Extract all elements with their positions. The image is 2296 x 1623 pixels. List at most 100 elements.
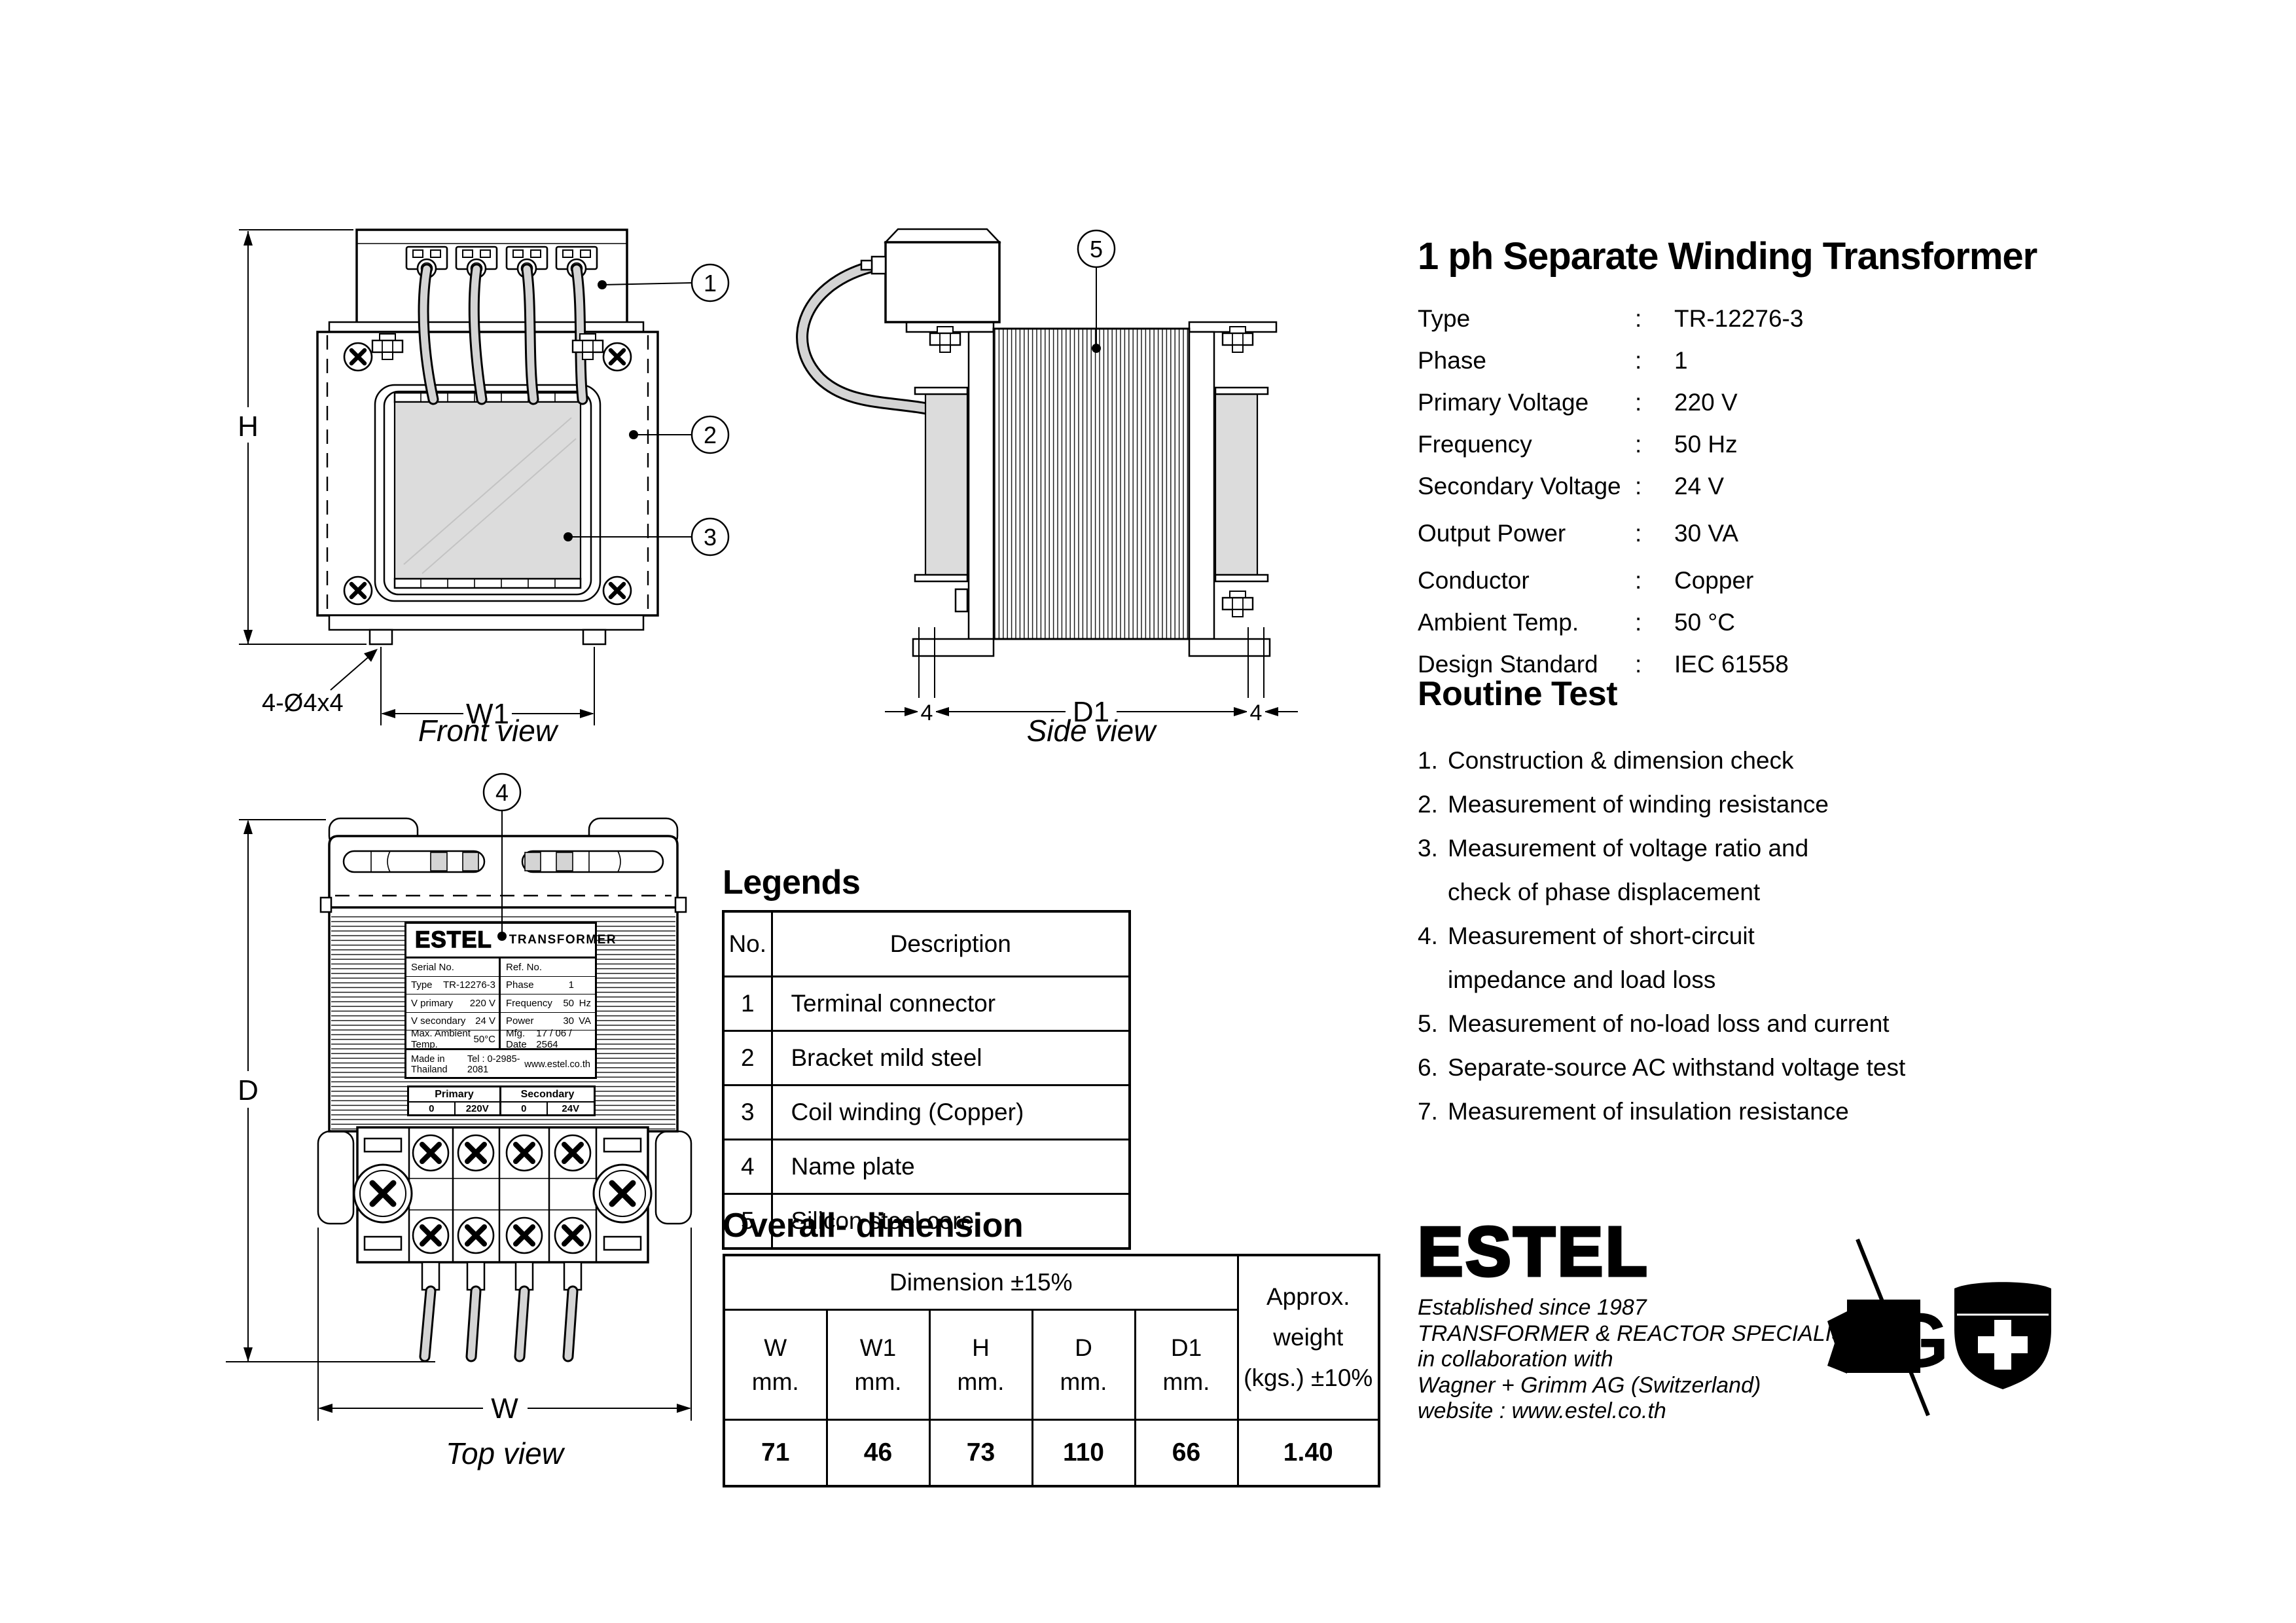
side-feet bbox=[912, 638, 1271, 657]
nameplate-detail: ESTEL TRANSFORMER Serial No. Ref. No. Ty… bbox=[404, 922, 616, 1079]
side-nuts bbox=[929, 325, 1254, 618]
silicon-steel-core bbox=[992, 327, 1191, 640]
dimension-h: H bbox=[238, 229, 367, 645]
side-view-drawing: 4 4 D1 5 Side view bbox=[796, 228, 1298, 748]
mounting-slots bbox=[342, 850, 664, 873]
routine-item-cont: check of phase displacement bbox=[1448, 878, 1761, 905]
mounting-feet bbox=[368, 629, 607, 646]
side-view-caption: Side view bbox=[1027, 714, 1158, 748]
routine-test-heading: Routine Test bbox=[1418, 675, 1618, 713]
holes-callout: 4-Ø4x4 bbox=[262, 649, 378, 717]
side-left-web bbox=[967, 331, 995, 640]
front-view-drawing: H W1 4-Ø4x4 1 2 bbox=[238, 228, 730, 748]
top-terminal-block bbox=[354, 1126, 651, 1264]
bracket-top-flange bbox=[328, 321, 645, 333]
spec-list: Type:TR-12276-3 Phase:1 Primary Voltage:… bbox=[1418, 298, 2039, 685]
routine-item: 7.Measurement of insulation resistance bbox=[1418, 1097, 1849, 1125]
svg-text:5: 5 bbox=[1090, 236, 1103, 263]
spec-row-design-standard: Design Standard:IEC 61558 bbox=[1418, 651, 1789, 678]
dim-label-d1: D1 bbox=[1073, 696, 1109, 728]
dim-label-w: W bbox=[491, 1393, 518, 1425]
legends-header-row: No. Description bbox=[722, 910, 1131, 977]
svg-text:1: 1 bbox=[704, 270, 717, 297]
spec-row-phase: Phase:1 bbox=[1418, 347, 1688, 374]
side-coils bbox=[914, 386, 1269, 583]
wagner-grimm-logo: G bbox=[1827, 1238, 1949, 1417]
spec-row-primary-voltage: Primary Voltage:220 V bbox=[1418, 389, 1738, 416]
routine-item: 4.Measurement of short-circuit bbox=[1418, 922, 1755, 949]
company-tagline: Established since 1987 TRANSFORMER & REA… bbox=[1418, 1295, 2007, 1425]
nameplate-row: Serial No. Ref. No. bbox=[406, 958, 595, 977]
website-link: website : www.estel.co.th bbox=[1418, 1398, 1666, 1423]
callout-5: 5 bbox=[1077, 229, 1116, 353]
spec-row-ambient-temp: Ambient Temp.:50 °C bbox=[1418, 609, 1735, 636]
side-terminal-box bbox=[860, 228, 1001, 323]
nameplate-brand-row: ESTEL TRANSFORMER bbox=[406, 924, 615, 957]
swiss-shield-logo: SWISS bbox=[1954, 1282, 2051, 1389]
page-title: 1 ph Separate Winding Transformer bbox=[1418, 235, 2037, 278]
spec-row-frequency: Frequency:50 Hz bbox=[1418, 431, 1738, 458]
svg-text:3: 3 bbox=[704, 524, 717, 551]
svg-text:2: 2 bbox=[704, 422, 717, 448]
spec-row-secondary-voltage: Secondary Voltage:24 V bbox=[1418, 473, 1725, 500]
terminal-wires bbox=[418, 263, 588, 405]
callout-1: 1 bbox=[598, 263, 730, 302]
strip-secondary-header: Secondary bbox=[520, 1089, 575, 1100]
spec-row-conductor: Conductor:Copper bbox=[1418, 567, 1754, 594]
spec-row-type: Type:TR-12276-3 bbox=[1418, 305, 1804, 332]
output-wires bbox=[419, 1261, 583, 1362]
side-right-web bbox=[1188, 331, 1215, 640]
nameplate-product: TRANSFORMER bbox=[509, 933, 617, 947]
weight-value: 1.40 bbox=[1236, 1419, 1380, 1487]
front-view-caption: Front view bbox=[418, 714, 559, 748]
top-right-hook bbox=[655, 1130, 692, 1225]
lead-cable bbox=[796, 259, 961, 423]
dimension-values-row: 71 46 73 110 66 1.40 bbox=[723, 1419, 1380, 1487]
swiss-label: SWISS bbox=[1964, 1294, 2041, 1313]
dimension-tolerance-header: Dimension ±15% bbox=[723, 1254, 1239, 1311]
top-view-caption: Top view bbox=[446, 1436, 565, 1470]
dim-label-w1: W1 bbox=[466, 698, 509, 730]
top-left-hook bbox=[317, 1130, 355, 1225]
routine-item: 6.Separate-source AC withstand voltage t… bbox=[1418, 1053, 1906, 1081]
routine-item: 3.Measurement of voltage ratio and bbox=[1418, 834, 1809, 862]
terminal-strip-label: Primary Secondary 0 220V 0 24V bbox=[407, 1085, 596, 1116]
dimension-d1: 4 4 D1 bbox=[885, 627, 1298, 728]
terminal-connector-block bbox=[355, 228, 628, 337]
routine-test-list: 1.Construction & dimension check 2.Measu… bbox=[1418, 739, 2170, 1133]
routine-item: 5.Measurement of no-load loss and curren… bbox=[1418, 1010, 1890, 1037]
bracket-base-flange bbox=[328, 614, 645, 631]
overall-dimension-table: Dimension ±15% Approx. weight (kgs.) ±10… bbox=[723, 1254, 1380, 1487]
overall-dimension-heading: Overall- dimension bbox=[723, 1207, 1024, 1245]
coil-winding bbox=[374, 384, 601, 602]
spec-row-output-power: Output Power:30 VA bbox=[1418, 520, 1739, 547]
legends-heading: Legends bbox=[723, 864, 861, 902]
holes-label: 4-Ø4x4 bbox=[262, 689, 344, 717]
estel-logo: ESTEL bbox=[1416, 1212, 1650, 1292]
dim-label-h: H bbox=[238, 410, 259, 443]
dimension-w1: W1 bbox=[380, 647, 595, 730]
dim-label-4-left: 4 bbox=[921, 701, 933, 725]
strip-primary-header: Primary bbox=[409, 1087, 501, 1101]
nameplate-brand: ESTEL bbox=[414, 926, 492, 953]
top-view-drawing: D W Top view bbox=[226, 817, 692, 1470]
callout-3: 3 bbox=[564, 517, 730, 556]
dim-label-4-right: 4 bbox=[1250, 701, 1263, 725]
routine-item: 1.Construction & dimension check bbox=[1418, 746, 1794, 774]
approx-weight-header: Approx. weight (kgs.) ±10% bbox=[1236, 1254, 1380, 1421]
callout-2: 2 bbox=[629, 415, 730, 454]
